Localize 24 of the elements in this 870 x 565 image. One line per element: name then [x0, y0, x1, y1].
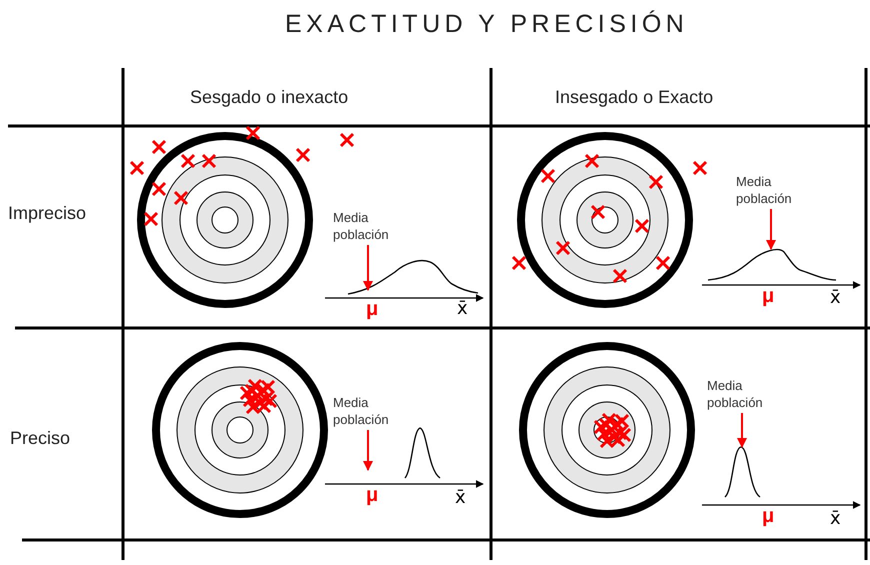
x-bar-symbol: x̄	[457, 298, 468, 320]
column-header: Insesgado o Exacto	[555, 86, 714, 109]
arrow	[766, 209, 776, 250]
row-header: Impreciso	[8, 202, 86, 225]
distribution-curve	[708, 248, 836, 281]
x-bar-symbol: x̄	[830, 508, 841, 530]
x-bar-symbol: x̄	[455, 487, 466, 509]
mu-symbol: μ	[762, 505, 774, 527]
annotation-text: Media población	[333, 209, 413, 243]
mu-symbol: μ	[366, 484, 378, 506]
distribution-curve	[724, 446, 760, 498]
mu-symbol: μ	[762, 285, 774, 307]
row-header: Preciso	[10, 427, 70, 450]
arrow	[363, 245, 373, 291]
distribution-curve	[348, 260, 478, 295]
arrow	[363, 430, 373, 471]
annotation-text: Media población	[736, 173, 816, 207]
annotation-text: Media población	[707, 377, 787, 411]
annotation-text: Media población	[333, 394, 413, 428]
column-header: Sesgado o inexacto	[190, 86, 348, 109]
title: EXACTITUD Y PRECISIÓN	[285, 9, 688, 40]
arrow	[737, 413, 747, 448]
x-bar-symbol: x̄	[830, 287, 841, 309]
mu-symbol: μ	[366, 298, 378, 320]
